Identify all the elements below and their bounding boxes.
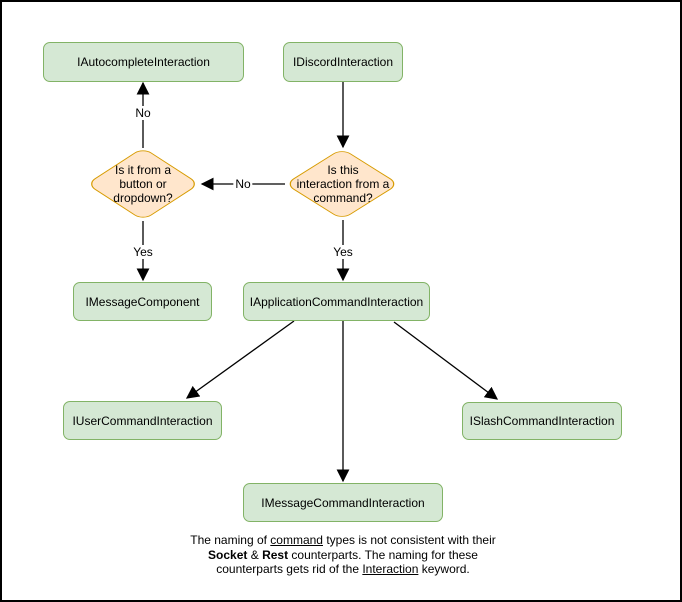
caption-text: counterparts. The naming for these (288, 547, 478, 562)
decision-line: dropdown? (113, 191, 173, 205)
decision-line: interaction from a (296, 177, 390, 191)
edge-label-yes-component: Yes (131, 245, 155, 259)
caption-bold-socket: Socket (208, 547, 248, 562)
caption-text: types is not consistent with their (322, 533, 496, 547)
caption-line-3: counterparts gets rid of the Interaction… (173, 562, 513, 577)
edge-application-to-usercommand (185, 320, 295, 399)
decision-line: Is this (327, 163, 359, 177)
decision-button-dropdown-label: Is it from a button or dropdown? (86, 163, 200, 205)
caption-text: counterparts gets rid of the (216, 562, 363, 576)
decision-line: command? (313, 191, 373, 205)
node-message-component: IMessageComponent (73, 282, 212, 321)
caption-text: keyword. (418, 562, 470, 576)
edge-label-yes-application: Yes (331, 245, 355, 259)
decision-line: Is it from a (114, 163, 171, 177)
node-slash-command-interaction: ISlashCommandInteraction (462, 402, 622, 440)
edge-label-no-autocomplete: No (133, 106, 153, 120)
caption-underline-command: command (270, 533, 323, 547)
caption-line-2: Socket & Rest counterparts. The naming f… (173, 548, 513, 563)
node-autocomplete-interaction: IAutocompleteInteraction (43, 42, 244, 82)
caption-text: The naming of (190, 533, 271, 547)
diagram-caption: The naming of command types is not consi… (173, 533, 513, 577)
decision-line: button or (119, 177, 167, 191)
node-discord-interaction: IDiscordInteraction (283, 42, 403, 82)
node-application-command-interaction: IApplicationCommandInteraction (243, 282, 430, 321)
caption-line-1: The naming of command types is not consi… (173, 533, 513, 548)
edge-label-no-command: No (233, 177, 253, 191)
caption-bold-rest: Rest (262, 547, 289, 562)
caption-text: & (247, 547, 263, 562)
edge-application-to-slashcommand (393, 321, 499, 400)
node-message-command-interaction: IMessageCommandInteraction (243, 483, 443, 522)
node-user-command-interaction: IUserCommandInteraction (63, 401, 222, 440)
caption-underline-interaction: Interaction (362, 562, 419, 576)
decision-from-command-label: Is this interaction from a command? (278, 163, 408, 205)
